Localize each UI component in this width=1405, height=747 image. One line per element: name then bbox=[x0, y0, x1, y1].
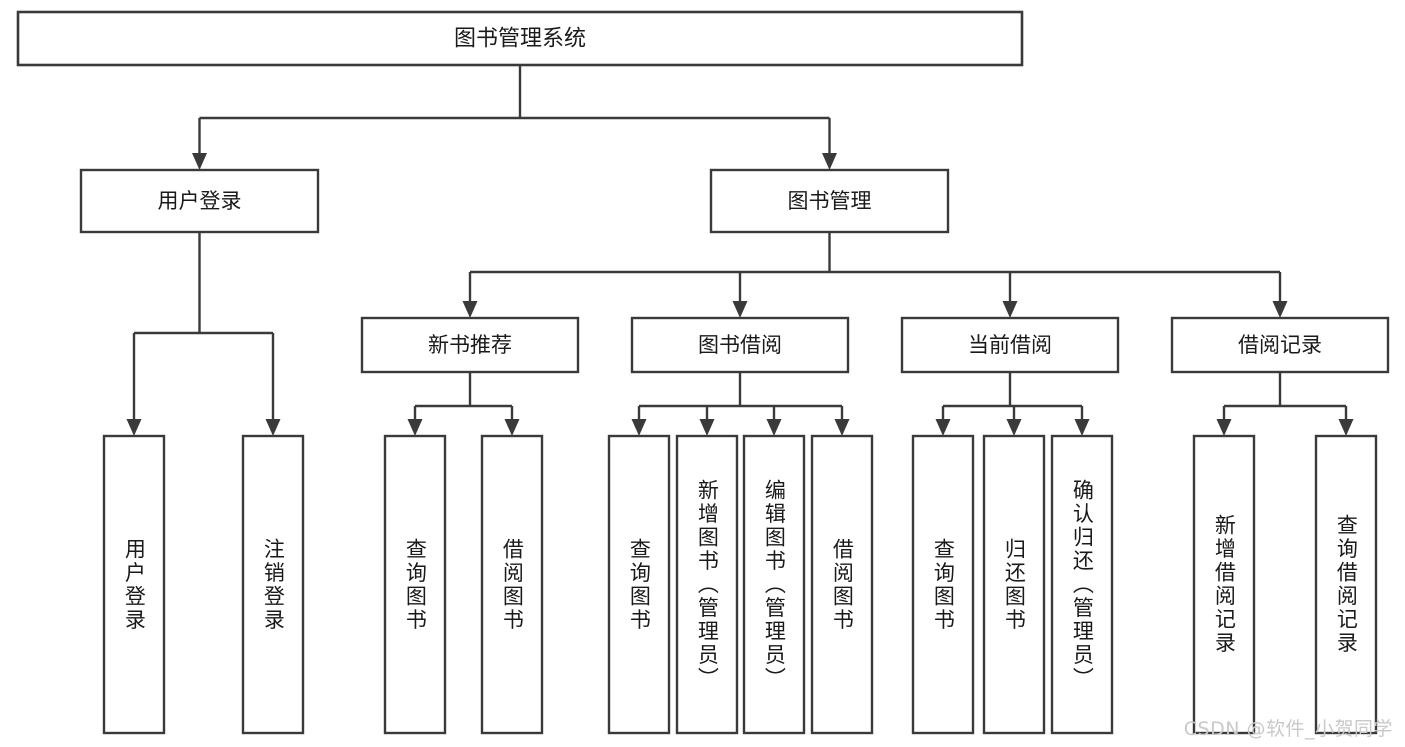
node-box-current-borrow[interactable] bbox=[900, 316, 1120, 374]
node-box-new-book-rec[interactable] bbox=[360, 316, 580, 374]
node-box-leaf-cur-confirm[interactable] bbox=[1050, 434, 1114, 735]
book-borrow-to-leaf-borrow-edit-arrowhead bbox=[766, 419, 782, 436]
node-box-leaf-borrow-query[interactable] bbox=[607, 434, 671, 735]
node-box-leaf-cur-query[interactable] bbox=[911, 434, 975, 735]
node-box-book-manage[interactable] bbox=[709, 168, 950, 234]
book-borrow-to-leaf-borrow-query-arrowhead bbox=[631, 419, 647, 436]
current-borrow-to-leaf-cur-query-arrowhead bbox=[935, 419, 951, 436]
connector-layer bbox=[126, 65, 1354, 436]
current-borrow-to-leaf-cur-confirm-arrowhead bbox=[1074, 419, 1090, 436]
node-box-leaf-rec-borrow[interactable] bbox=[480, 434, 544, 735]
user-login-to-leaf-user-logout-arrowhead bbox=[265, 419, 281, 436]
book-manage-to-current-borrow-arrowhead bbox=[1002, 301, 1018, 318]
node-box-root[interactable] bbox=[16, 10, 1024, 67]
node-box-user-login[interactable] bbox=[79, 168, 320, 234]
node-label-book-manage: 图书管理 bbox=[788, 189, 872, 213]
watermark-text: CSDN @软件_小贺同学 bbox=[1183, 718, 1393, 740]
borrow-record-to-leaf-rec-add-arrowhead bbox=[1216, 419, 1232, 436]
root-to-user-login-arrowhead bbox=[192, 153, 207, 170]
node-box-leaf-user-logout[interactable] bbox=[241, 434, 305, 735]
book-borrow-to-leaf-borrow-add-arrowhead bbox=[699, 419, 715, 436]
node-box-leaf-cur-return[interactable] bbox=[982, 434, 1046, 735]
user-login-to-leaf-user-login-arrowhead bbox=[126, 419, 142, 436]
root-to-book-manage-arrowhead bbox=[822, 153, 837, 170]
node-box-book-borrow[interactable] bbox=[630, 316, 850, 374]
node-label-root: 图书管理系统 bbox=[454, 27, 586, 52]
book-borrow-to-leaf-borrow-lend-arrowhead bbox=[834, 419, 850, 436]
node-box-layer bbox=[16, 10, 1390, 735]
node-label-book-borrow: 图书借阅 bbox=[698, 333, 782, 357]
current-borrow-to-leaf-cur-return-arrowhead bbox=[1006, 419, 1022, 436]
node-label-borrow-record: 借阅记录 bbox=[1238, 333, 1322, 357]
node-box-leaf-borrow-add[interactable] bbox=[675, 434, 739, 735]
borrow-record-to-leaf-rec-search-arrowhead bbox=[1338, 419, 1354, 436]
node-label-current-borrow: 当前借阅 bbox=[968, 333, 1052, 357]
node-box-leaf-rec-search[interactable] bbox=[1314, 434, 1378, 735]
node-box-leaf-rec-query[interactable] bbox=[383, 434, 447, 735]
book-manage-to-book-borrow-arrowhead bbox=[732, 301, 748, 318]
book-manage-to-new-book-rec-arrowhead bbox=[462, 301, 478, 318]
book-manage-to-borrow-record-arrowhead bbox=[1272, 301, 1288, 318]
new-book-rec-to-leaf-rec-query-arrowhead bbox=[407, 419, 423, 436]
node-box-borrow-record[interactable] bbox=[1170, 316, 1390, 374]
node-box-leaf-borrow-lend[interactable] bbox=[810, 434, 874, 735]
node-box-leaf-rec-add[interactable] bbox=[1192, 434, 1256, 735]
node-box-leaf-user-login[interactable] bbox=[102, 434, 166, 735]
node-label-new-book-rec: 新书推荐 bbox=[428, 333, 512, 357]
node-label-user-login: 用户登录 bbox=[158, 189, 242, 213]
node-box-leaf-borrow-edit[interactable] bbox=[742, 434, 806, 735]
new-book-rec-to-leaf-rec-borrow-arrowhead bbox=[504, 419, 520, 436]
